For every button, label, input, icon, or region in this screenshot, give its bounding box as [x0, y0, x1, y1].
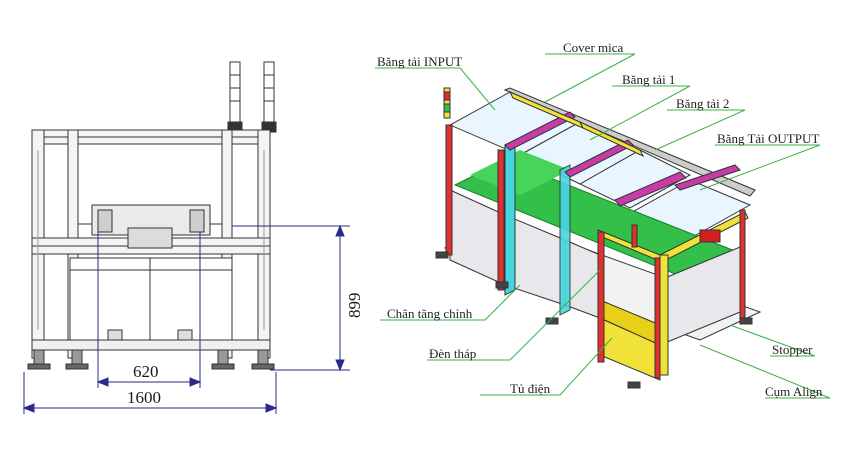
signal-tower-right: [261, 61, 277, 133]
dim-inner-width: 620: [133, 362, 159, 381]
callout-cum-align: Cụm Align: [765, 384, 823, 399]
callout-stopper: Stopper: [772, 342, 813, 357]
callout-tu-dien: Tủ điện: [510, 381, 551, 396]
front-view: [27, 61, 277, 370]
callout-bang-tai-1: Băng tải 1: [622, 72, 676, 87]
callout-bang-tai-output: Băng Tải OUTPUT: [717, 131, 820, 146]
dim-total-width: 1600: [127, 388, 161, 407]
dimension-lines: [22, 224, 350, 414]
callout-den-thap: Đèn tháp: [429, 346, 477, 361]
callout-cover-mica: Cover mica: [563, 40, 624, 55]
dim-height: 899: [345, 293, 364, 319]
iso-view: [435, 87, 762, 389]
callout-bang-tai-2: Băng tải 2: [676, 96, 730, 111]
signal-tower-left: [227, 61, 243, 133]
callout-lines: [375, 53, 831, 399]
callout-chan-tang-chinh: Chân tăng chỉnh: [387, 306, 473, 321]
callout-bang-tai-input: Băng tải INPUT: [377, 54, 463, 69]
